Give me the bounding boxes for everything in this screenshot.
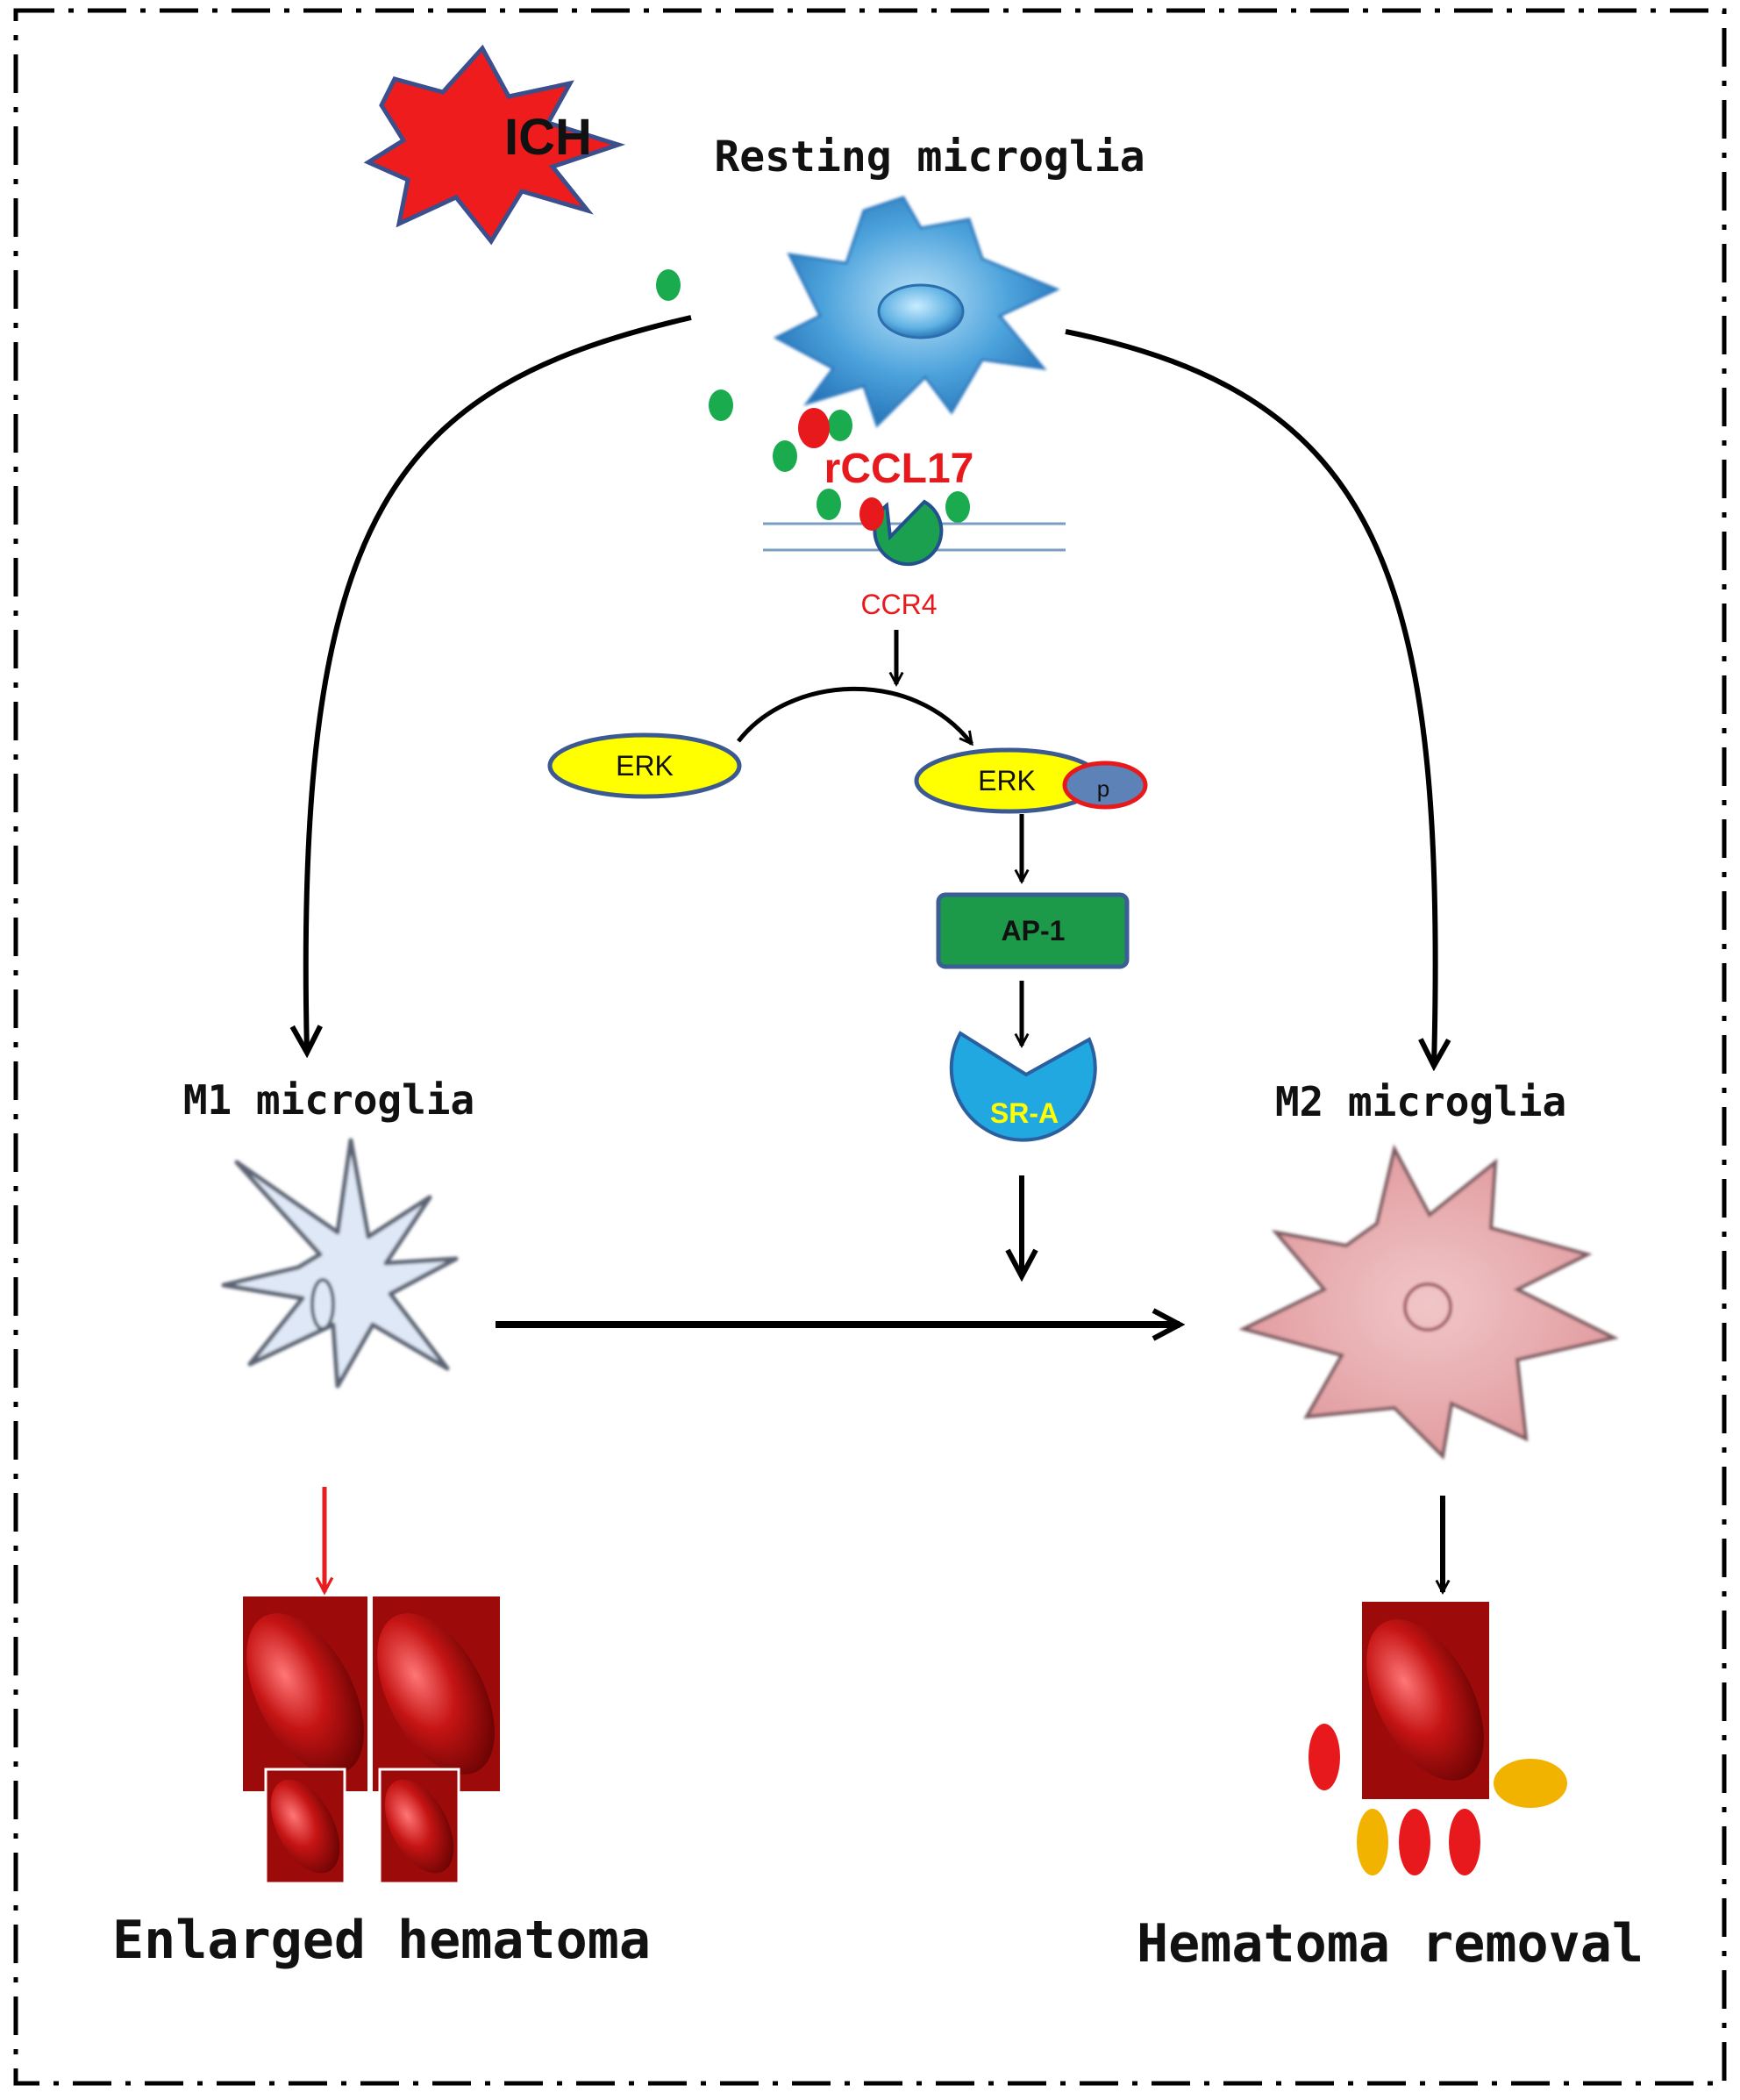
phosphate-badge: [1062, 761, 1148, 810]
receptor-pacman-icon: [859, 497, 944, 567]
erk-phosphorylation-arrow: [737, 686, 973, 744]
ramified-cell-icon: [221, 1138, 459, 1389]
resting-to-m2-arrow: [1065, 329, 1436, 1066]
rccl17-dot: [798, 408, 830, 448]
ich-label: ICH: [504, 109, 592, 166]
erk-left-label: ERK: [616, 750, 674, 782]
receptor-cup-icon: [949, 1031, 1097, 1142]
sra-label: SR-A: [990, 1097, 1059, 1129]
m2-microglia-label: M2 microglia: [1275, 1078, 1566, 1125]
explosion-burst-icon: [363, 44, 626, 246]
resting-to-m1-arrow: [306, 315, 692, 1053]
pink-star-cell-icon: [1238, 1144, 1619, 1461]
red-blood-cell-icon: [243, 1596, 500, 1885]
phosphate-label: p: [1097, 775, 1109, 802]
ccr4-label: CCR4: [860, 589, 937, 620]
hematoma-removal-label: Hematoma removal: [1137, 1913, 1644, 1975]
red-blood-cell-icon: [1362, 1602, 1489, 1799]
debris-particles: [1309, 1724, 1567, 1875]
blue-star-cell-icon: [773, 196, 1060, 428]
resting-microglia-label: Resting microglia: [714, 132, 1145, 182]
dashed-border: [13, 8, 1727, 2086]
ap1-label: AP-1: [1002, 915, 1066, 946]
m1-microglia-label: M1 microglia: [183, 1076, 474, 1124]
erk-right-label: ERK: [978, 765, 1036, 796]
erk-left-node: [547, 732, 742, 799]
rccl17-label: rCCL17: [824, 446, 974, 492]
enlarged-hematoma-label: Enlarged hematoma: [112, 1910, 651, 1971]
ccl17-dots: [656, 269, 970, 523]
ap1-node: [936, 892, 1130, 969]
